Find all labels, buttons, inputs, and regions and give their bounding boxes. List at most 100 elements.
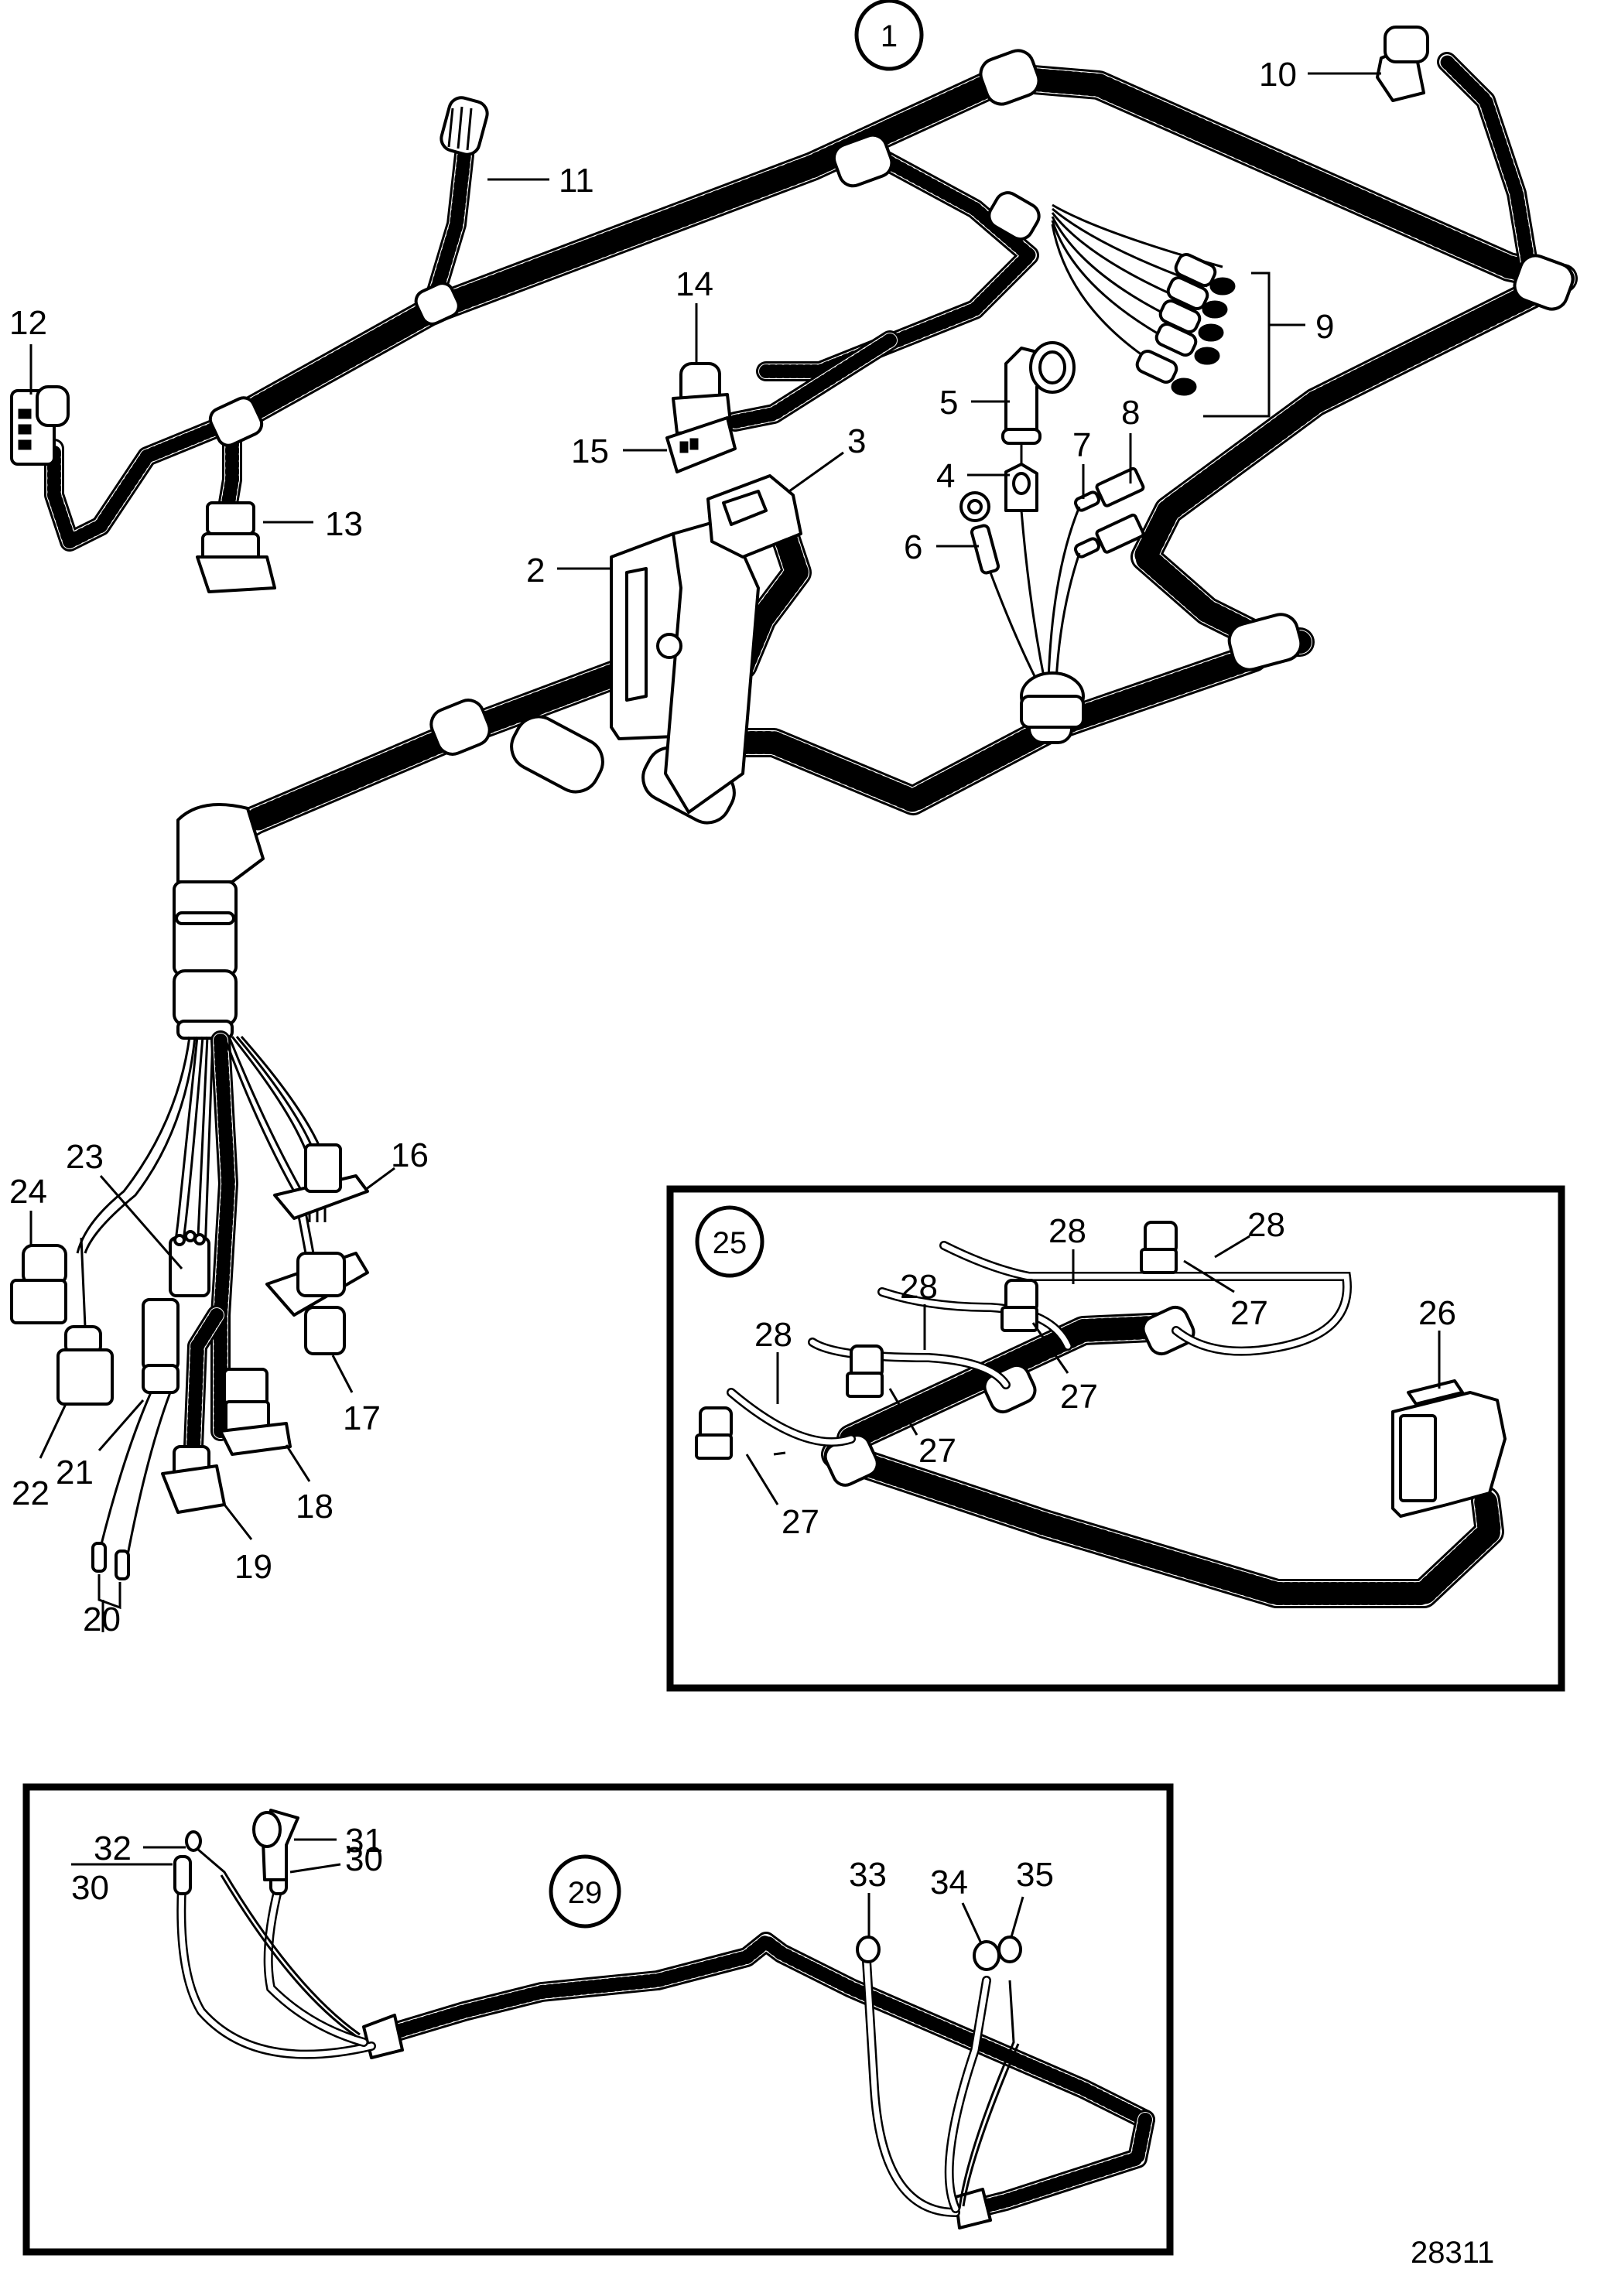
connector-24 [10,1244,67,1324]
callout-14: 14 [676,265,713,303]
callout-26: 26 [1418,1294,1456,1332]
callout-18: 18 [296,1488,333,1526]
callout-4: 4 [936,457,955,495]
terminals-7-8 [1047,466,1145,682]
harness-branch-10 [1437,52,1542,296]
cable-lug-4 [1004,443,1038,512]
harness-top-run [217,63,1021,436]
callout-17: 17 [343,1399,381,1437]
ring-terminal-35 [997,1936,1022,1963]
control-unit-2 [610,517,760,814]
bracket-20 [97,1574,121,1632]
inset-25: 25 [666,1185,1565,1692]
harness-joints [173,49,1575,1040]
main-harness [10,26,1578,1580]
assembly-ref-1: 1 [854,0,924,71]
callout-27-d: 27 [1230,1294,1268,1332]
callout-35: 35 [1016,1856,1054,1894]
injector-connector-4 [1140,1221,1178,1274]
protective-cap-31 [252,1809,299,1881]
connector-19 [161,1445,226,1514]
leader-3 [788,451,844,493]
callout-13: 13 [325,505,363,543]
connector-18 [219,1368,292,1456]
connector-23 [169,1230,210,1297]
connector-22 [56,1237,114,1406]
callout-34: 34 [930,1864,968,1901]
leader-27-b [888,1388,918,1436]
ring-terminal-33 [856,1936,881,1963]
assembly-ref-1-label: 1 [881,19,898,53]
leader-16 [364,1167,395,1191]
inset-29-frame [22,1783,1174,2256]
bracket-9 [1203,272,1305,418]
harness-lower-run [728,643,1268,815]
connector-13 [196,501,276,593]
callout-22: 22 [12,1474,50,1512]
leader-35 [1010,1896,1024,1938]
leader-21 [97,1399,145,1451]
leader-27-d [1183,1259,1235,1293]
callout-28-b: 28 [900,1268,938,1306]
callout-15: 15 [571,432,609,470]
inset-29-ref-label: 29 [568,1876,603,1910]
callout-2: 2 [526,552,545,589]
inset-25-harness [695,1221,1507,1608]
callout-9: 9 [1315,308,1334,346]
leader-27-c [1031,1322,1069,1374]
leader-28-d [1214,1235,1250,1259]
connector-15 [665,416,737,473]
injector-connector-1 [695,1406,733,1460]
harness-right-run [1130,279,1547,657]
leader-18 [285,1444,311,1482]
protective-cap-5 [1001,341,1076,445]
leader-34 [961,1902,983,1944]
callout-24: 24 [9,1173,47,1211]
callout-30-b: 30 [345,1840,383,1878]
callout-3: 3 [847,422,866,460]
connector-10 [1376,26,1429,102]
connector-17 [265,1252,369,1355]
lower-wire-bundle [76,1030,327,1457]
main-connector-26 [1391,1379,1507,1518]
callout-19: 19 [234,1548,272,1586]
connector-16 [273,1143,369,1220]
cable-lug-6 [959,491,1046,682]
callout-28-a: 28 [754,1316,792,1354]
leader-27-a [745,1454,779,1505]
cable-terminals-20 [91,1542,130,1580]
inset-29: 29 [22,1783,1174,2256]
inset-25-ref-label: 25 [713,1226,747,1260]
leader-27-a2 [773,1451,786,1456]
leader-19 [223,1504,253,1540]
callout-21: 21 [56,1454,94,1491]
injector-connector-2 [846,1344,884,1398]
leader-17 [331,1355,354,1393]
callout-6: 6 [904,528,922,566]
main-callouts: 1 2 3 4 5 6 7 8 9 10 11 12 13 14 15 16 [9,0,1381,1638]
callout-33: 33 [849,1856,887,1894]
wire-grommet [1020,671,1085,729]
figure-number: 28311 [1411,2236,1494,2270]
inset-29-callouts: 30 30 31 32 33 34 35 [71,1822,1054,1944]
inset-25-ref: 25 [695,1205,764,1278]
ring-terminal-32 [185,1830,202,1852]
callout-11: 11 [559,162,594,200]
callout-30-a: 30 [71,1869,109,1907]
harness-branch-12 [44,412,242,552]
leader-23 [99,1175,183,1269]
ring-terminal-34 [973,1940,1000,1971]
callout-7: 7 [1072,426,1091,464]
callout-27-a: 27 [782,1503,819,1541]
connector-3 [706,474,802,559]
callout-8: 8 [1121,394,1140,432]
callout-27-b: 27 [918,1432,956,1470]
inset-25-callouts: 26 27 27 27 27 28 28 28 28 [745,1206,1456,1541]
connector-12 [10,385,70,466]
callout-5: 5 [939,384,958,422]
callout-28-c: 28 [1048,1212,1086,1250]
callout-28-d: 28 [1247,1206,1285,1244]
callout-32: 32 [94,1830,132,1867]
callout-12: 12 [9,304,47,342]
